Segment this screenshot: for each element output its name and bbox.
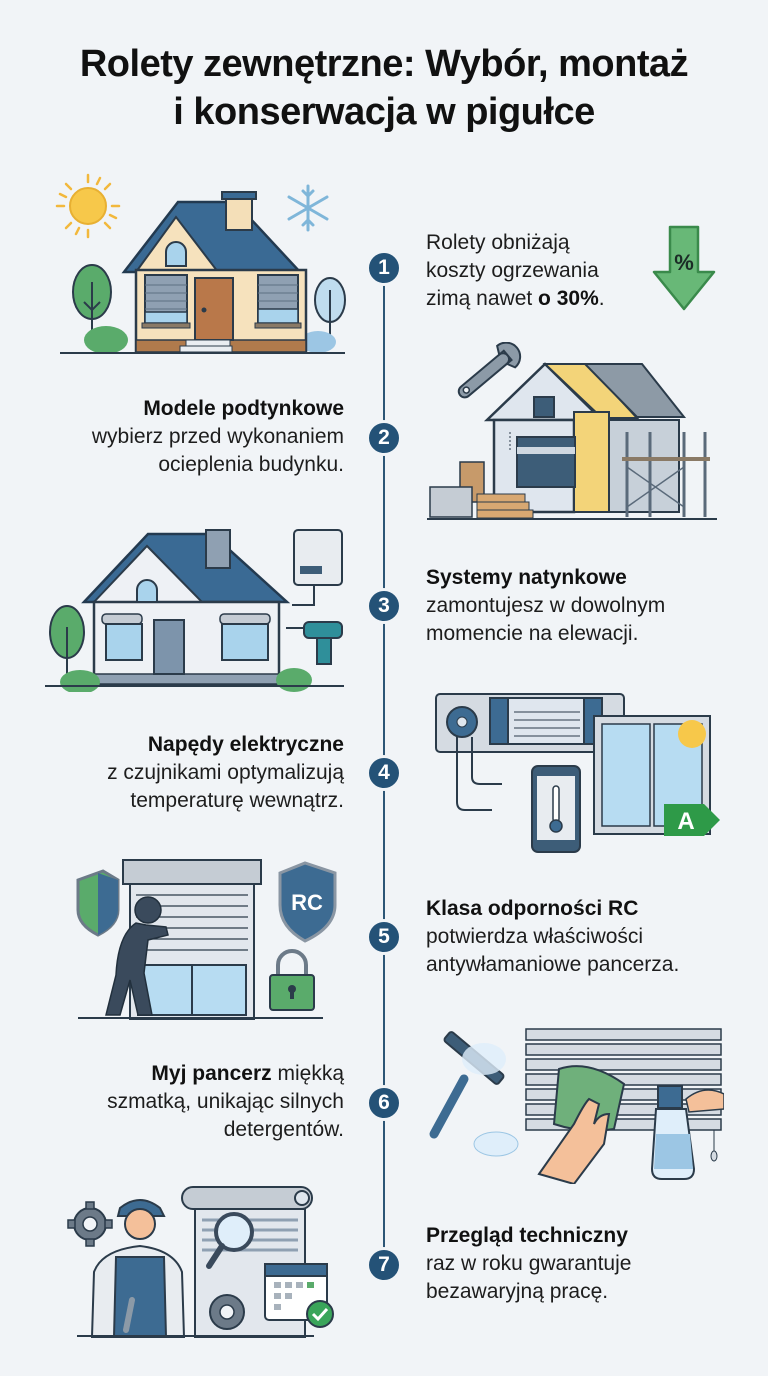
- rc-shield-icon: RC: [278, 861, 337, 943]
- step-2-text: Modele podtynkowe wybierz przed wykonani…: [4, 395, 344, 479]
- text-fragment: zimą nawet: [426, 287, 539, 310]
- step-lead: Napędy elektryczne: [147, 733, 344, 756]
- text-line: wybierz przed wykonaniem: [91, 425, 344, 448]
- house-with-blinds-icon: [55, 173, 346, 354]
- wrench-icon: [457, 342, 522, 399]
- step-number-badge: 2: [366, 420, 402, 456]
- gear-icon: [209, 1294, 245, 1330]
- gear-icon: [67, 1201, 113, 1247]
- calendar-check-icon: [264, 1263, 334, 1328]
- text-line: koszty ogrzewania: [426, 259, 599, 282]
- roller-shutter-icon: RC: [76, 859, 337, 1020]
- building-materials-icon: [429, 461, 534, 519]
- smartphone-thermometer-icon: [531, 765, 581, 853]
- text-line: raz w roku gwarantuje: [426, 1252, 632, 1275]
- energy-class-icon: A: [664, 804, 720, 836]
- step-number-badge: 3: [366, 588, 402, 624]
- drill-icon: [286, 621, 343, 665]
- cloth-hand-icon: [537, 1065, 626, 1184]
- shield-icon: [76, 869, 120, 937]
- text-line: momencie na elewacji.: [426, 622, 639, 645]
- winter-tree-icon: [300, 277, 346, 353]
- step-number-badge: 1: [366, 250, 402, 286]
- scaffolding-icon: [622, 432, 710, 517]
- step-5-text: Klasa odporności RC potwierdza właściwoś…: [426, 895, 756, 979]
- house-insulation-icon: [427, 342, 717, 520]
- step-number-badge: 6: [366, 1085, 402, 1121]
- page-title: Rolety zewnętrzne: Wybór, montaż i konse…: [0, 40, 768, 136]
- door: [179, 277, 234, 353]
- step-number-badge: 5: [366, 919, 402, 955]
- snowflake-icon: [287, 184, 329, 232]
- text-line: zimą nawet o 30%.: [426, 285, 756, 313]
- step-6-text: Myj pancerz miękką szmatką, unikając sil…: [4, 1060, 344, 1144]
- technician-icon: [67, 1186, 334, 1338]
- sun-icon: [55, 173, 121, 239]
- energy-class-label: A: [677, 808, 694, 835]
- text-line: potwierdza właściwości: [426, 925, 644, 948]
- text-fragment: miękką: [271, 1062, 344, 1085]
- blinds-icon: [429, 1028, 724, 1184]
- arrow-label: %: [674, 250, 694, 275]
- window-blind-left: [141, 274, 191, 329]
- burglar-icon: [105, 896, 169, 1016]
- step-lead: Modele podtynkowe: [143, 397, 344, 420]
- text-line: bezawaryjną pracę.: [426, 1280, 609, 1303]
- step-3-text: Systemy natynkowe zamontujesz w dowolnym…: [426, 564, 756, 648]
- step-lead: Myj pancerz: [151, 1062, 272, 1085]
- technician-person: [90, 1199, 186, 1338]
- text-line: Rolety obniżają: [426, 231, 570, 254]
- text-line: temperaturę wewnątrz.: [130, 789, 344, 812]
- text-line: zamontujesz w dowolnym: [426, 594, 666, 617]
- title-line-1: Rolety zewnętrzne: Wybór, montaż: [79, 43, 689, 85]
- text-line: szmatką, unikając silnych: [107, 1090, 344, 1113]
- step-1-text: Rolety obniżają koszty ogrzewania zimą n…: [426, 229, 756, 313]
- step-lead: Klasa odporności RC: [426, 897, 639, 920]
- text-line: detergentów.: [223, 1118, 344, 1141]
- padlock-icon: [269, 949, 315, 1011]
- step-lead: Systemy natynkowe: [426, 566, 627, 589]
- house-with-blinds-icon: [45, 529, 344, 692]
- tubular-motor-icon: A: [435, 693, 720, 853]
- text-fragment: .: [598, 287, 605, 310]
- tree-icon: [72, 264, 128, 354]
- text-line: antywłamaniowe pancerza.: [426, 953, 680, 976]
- spray-bottle-icon: [650, 1085, 724, 1180]
- text-line: ocieplenia budynku.: [158, 453, 344, 476]
- highlight-value: o 30%: [538, 287, 599, 310]
- window-sun-icon: [593, 715, 711, 835]
- control-box-icon: [292, 529, 343, 606]
- text-line: z czujnikami optymalizują: [107, 761, 344, 784]
- step-4-text: Napędy elektryczne z czujnikami optymali…: [4, 731, 344, 815]
- step-number-badge: 4: [366, 755, 402, 791]
- step-7-text: Przegląd techniczny raz w roku gwarantuj…: [426, 1222, 756, 1306]
- step-number-badge: 7: [366, 1247, 402, 1283]
- percent-down-arrow-icon: %: [652, 225, 716, 311]
- step-lead: Przegląd techniczny: [426, 1224, 628, 1247]
- rc-label: RC: [291, 890, 323, 915]
- squeegee-icon: [429, 1031, 519, 1157]
- title-line-2: i konserwacja w pigułce: [173, 91, 595, 133]
- magnifier-icon: [206, 1212, 254, 1269]
- window-blind-right: [254, 274, 302, 329]
